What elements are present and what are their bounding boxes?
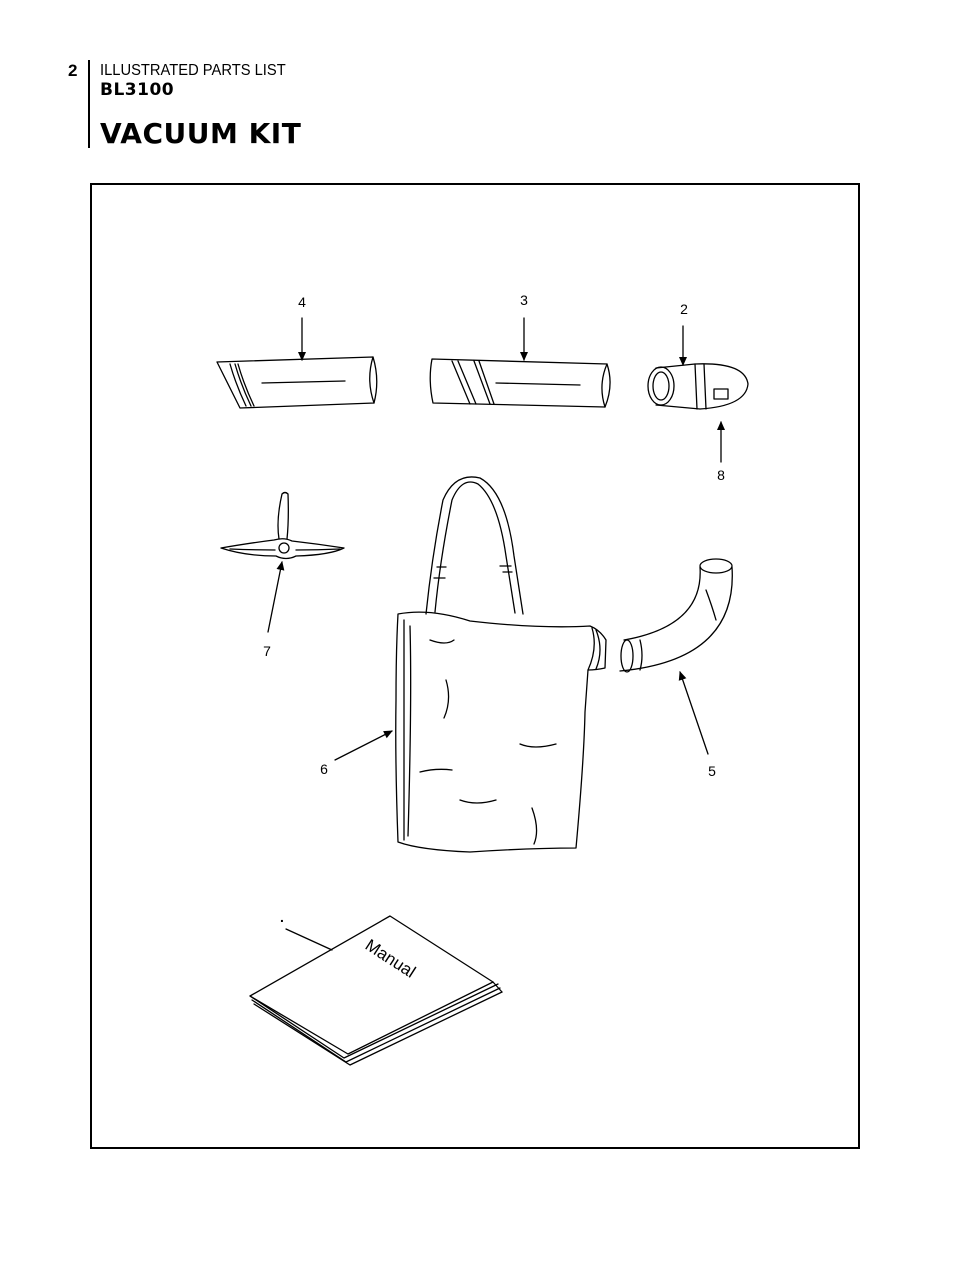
document-subtitle: ILLUSTRATED PARTS LIST [100, 62, 286, 79]
spider-part-7 [220, 491, 345, 560]
callout-manual: . [280, 909, 284, 925]
header-divider [88, 60, 90, 148]
manual-booklet [249, 915, 503, 1066]
straight-tube-part-3 [429, 358, 611, 408]
callout-part-7: 7 [263, 643, 271, 659]
callout-part-3: 3 [520, 292, 528, 308]
coupler-part-2 [647, 363, 749, 410]
nozzle-tube-part-4 [216, 356, 378, 409]
callout-part-8: 8 [717, 467, 725, 483]
model-number: BL3100 [100, 80, 175, 100]
callout-part-5: 5 [708, 763, 716, 779]
collection-bag-part-6 [395, 476, 607, 853]
callout-part-4: 4 [298, 294, 306, 310]
callout-part-2: 2 [680, 301, 688, 317]
page-number: 2 [68, 61, 78, 80]
parts-diagram-frame [90, 183, 860, 1149]
callout-part-6: 6 [320, 761, 328, 777]
manual-cover-label: Manual [362, 935, 419, 981]
page-title: VACUUM KIT [100, 117, 302, 150]
elbow-tube-part-5 [619, 558, 733, 673]
